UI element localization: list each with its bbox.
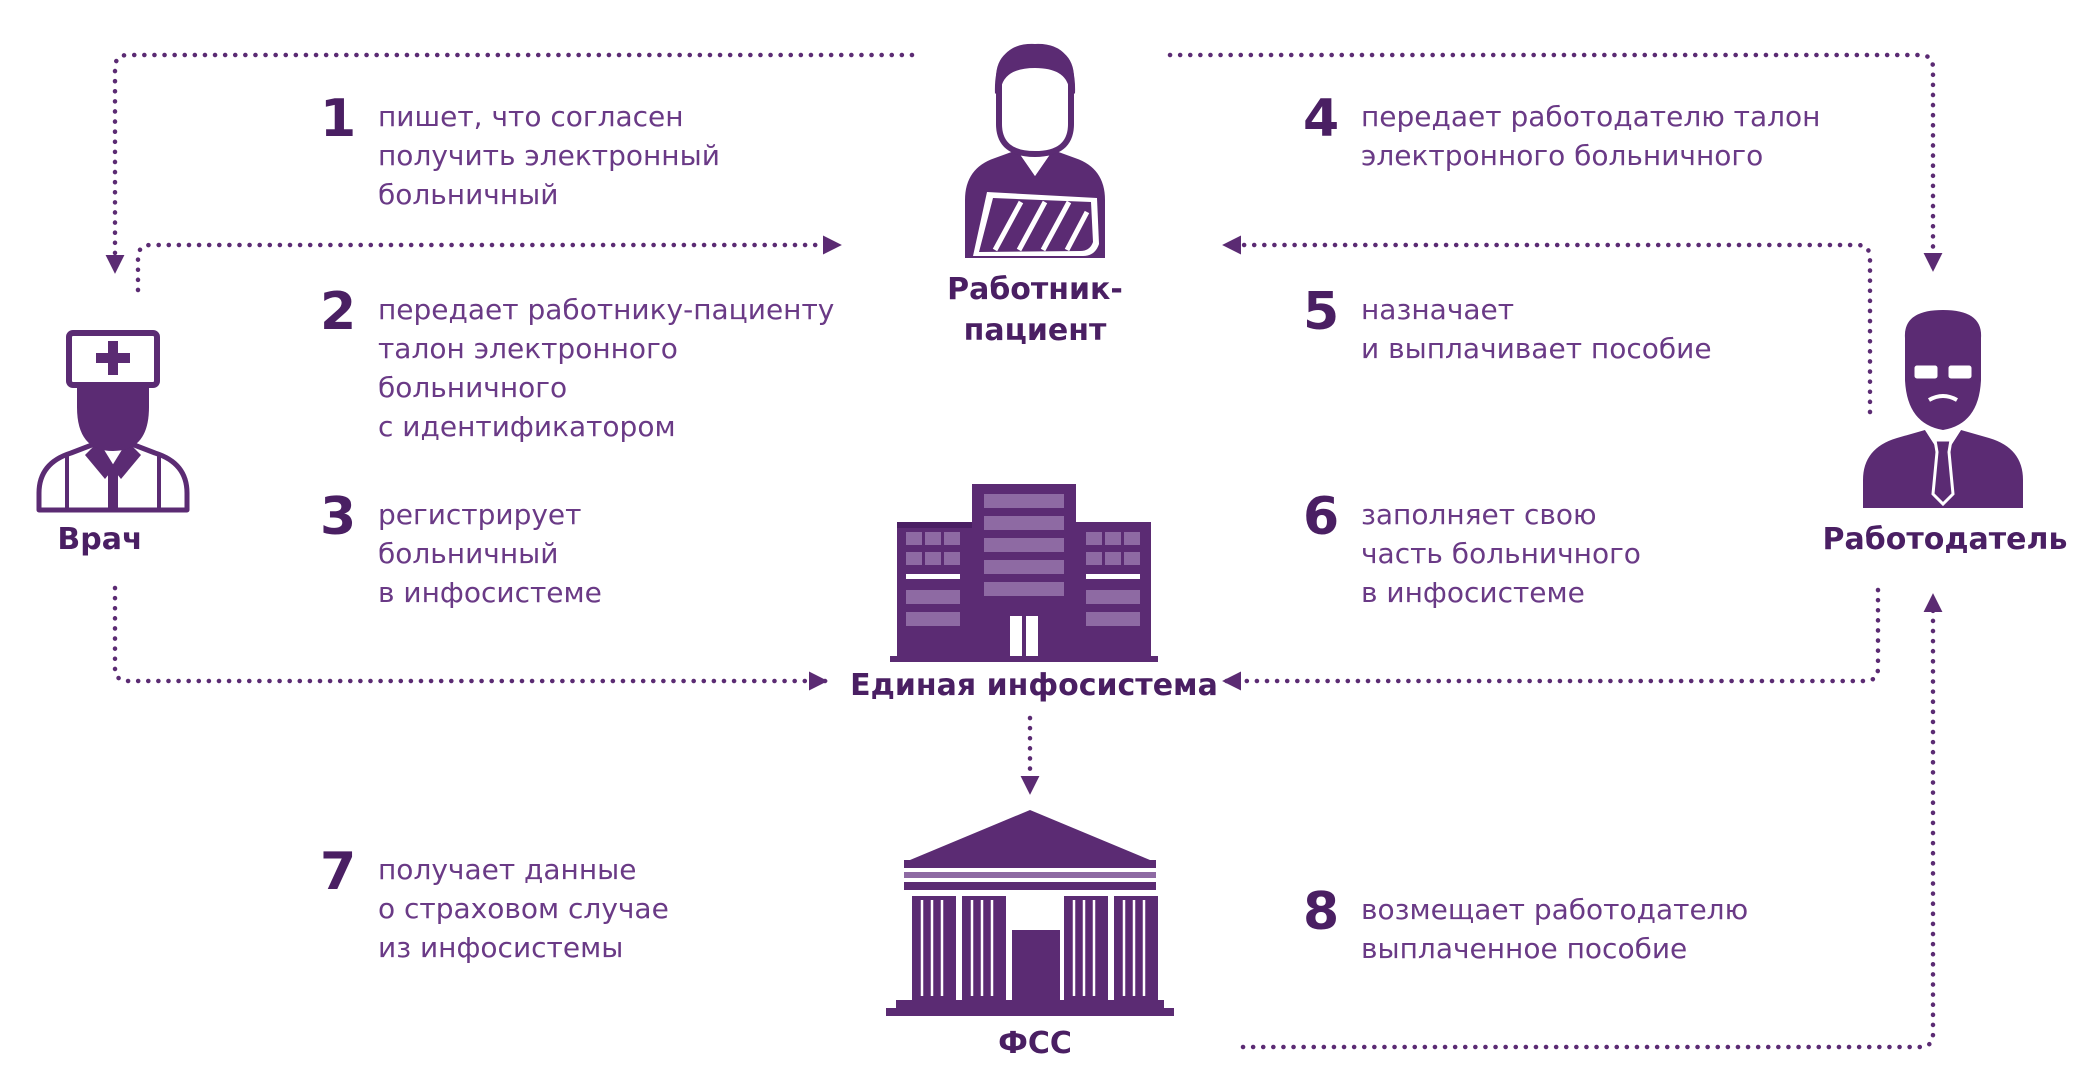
doctor-icon [36, 330, 190, 513]
step-text: пишет, что согласен получить электронный… [378, 97, 720, 214]
step-number: 8 [1303, 882, 1340, 942]
arrow-doctor-to-infosystem [112, 585, 829, 691]
step-text-line: с идентификатором [378, 410, 676, 443]
step-text-line: больничный [378, 178, 559, 211]
step-text-line: пишет, что согласен [378, 100, 684, 133]
patient-label-line: пациент [963, 312, 1107, 348]
step-number: 5 [1303, 282, 1340, 342]
employer-icon [1863, 310, 2023, 508]
step-text-line: получает данные [378, 853, 637, 886]
patient-label-line: Работник- [947, 272, 1123, 307]
step-text: заполняет свою часть больничного в инфос… [1361, 495, 1641, 612]
step-text-line: из инфосистемы [378, 931, 624, 964]
step-text-line: возмещает работодателю [1361, 893, 1749, 926]
step-number: 2 [320, 282, 357, 342]
government-building-icon [886, 810, 1174, 1016]
step-text-line: о страховом случае [378, 892, 669, 925]
step-text-line: больничный [378, 537, 559, 570]
step-text-line: в инфосистеме [1361, 576, 1585, 609]
patient-label: Работник- пациент [947, 270, 1123, 351]
step-text-line: больничного [378, 371, 568, 404]
step-text-line: и выплачивает пособие [1361, 332, 1712, 365]
step-text-line: передает работнику-пациенту [378, 293, 835, 326]
step-text-line: получить электронный [378, 139, 720, 172]
step-text: получает данные о страховом случае из ин… [378, 850, 669, 967]
infosystem-label: Единая инфосистема [850, 668, 1218, 703]
arrow-fss-to-employer [1240, 592, 1943, 1050]
step-text-line: часть больничного [1361, 537, 1641, 570]
step-number: 6 [1303, 487, 1340, 547]
fss-label: ФСС [998, 1026, 1072, 1061]
step-text: передает работодателю талон электронного… [1361, 97, 1820, 175]
step-text: назначает и выплачивает пособие [1361, 290, 1712, 368]
step-text-line: передает работодателю талон [1361, 100, 1821, 133]
step-text-line: заполняет свою [1361, 498, 1597, 531]
step-text-line: в инфосистеме [378, 576, 602, 609]
patient-icon [965, 43, 1105, 258]
step-text: возмещает работодателю выплаченное пособ… [1361, 890, 1748, 968]
step-number: 7 [320, 842, 357, 902]
step-text-line: регистрирует [378, 498, 582, 531]
step-number: 3 [320, 487, 357, 547]
arrow-employer-to-infosystem [1221, 587, 1881, 691]
step-text-line: выплаченное пособие [1361, 932, 1688, 965]
step-text: передает работнику-пациенту талон электр… [378, 290, 834, 446]
arrow-doctor-to-patient [135, 235, 843, 293]
step-text-line: талон электронного [378, 332, 678, 365]
doctor-label: Врач [57, 522, 143, 557]
step-text: регистрирует больничный в инфосистеме [378, 495, 602, 612]
step-text-line: электронного больничного [1361, 139, 1764, 172]
employer-label: Работодатель [1822, 522, 2068, 557]
step-number: 4 [1303, 89, 1340, 149]
building-icon [890, 484, 1158, 662]
step-number: 1 [320, 89, 357, 149]
step-text-line: назначает [1361, 293, 1515, 326]
